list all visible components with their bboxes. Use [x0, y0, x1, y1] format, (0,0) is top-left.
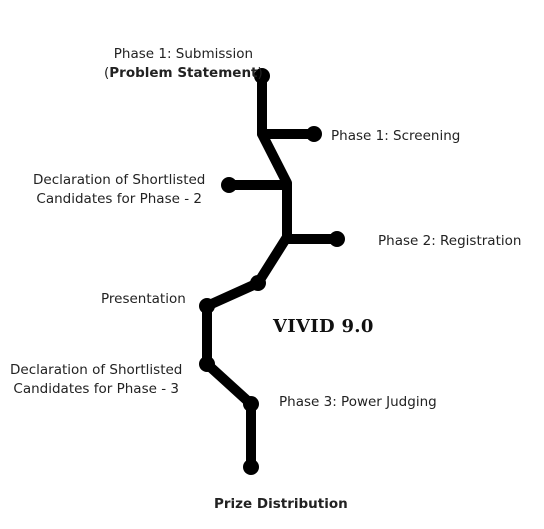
node-power-judging	[243, 396, 259, 412]
label-screening: Phase 1: Screening	[331, 128, 461, 144]
shortlist2-line1: Declaration of Shortlisted	[33, 172, 206, 188]
label-presentation: Presentation	[101, 291, 186, 307]
shortlist3-line2: Candidates for Phase - 3	[13, 381, 179, 397]
node-submission	[254, 68, 270, 84]
node-shortlist-2	[221, 177, 237, 193]
shortlist2-line2: Candidates for Phase - 2	[36, 191, 202, 207]
label-power-judging: Phase 3: Power Judging	[279, 394, 437, 410]
label-registration: Phase 2: Registration	[378, 233, 522, 249]
submission-bold: Problem Statement	[109, 65, 258, 81]
node-presentation	[199, 298, 215, 314]
label-prize: Prize Distribution	[214, 496, 348, 512]
shortlist3-line1: Declaration of Shortlisted	[10, 362, 183, 378]
paren-open: (	[104, 65, 110, 81]
label-shortlist-2: Declaration of Shortlisted Candidates fo…	[33, 171, 205, 209]
node-registration	[329, 231, 345, 247]
submission-subtitle: (Problem Statement)	[104, 64, 263, 83]
node-presentation-upper	[250, 275, 266, 291]
brand-title: VIVID 9.0	[273, 316, 374, 337]
label-shortlist-3: Declaration of Shortlisted Candidates fo…	[10, 361, 182, 399]
submission-title: Phase 1: Submission	[113, 46, 254, 62]
paren-close: )	[257, 65, 263, 81]
node-prize	[243, 459, 259, 475]
node-screening	[306, 126, 322, 142]
node-shortlist-3	[199, 356, 215, 372]
label-submission: Phase 1: Submission (Problem Statement)	[104, 45, 263, 83]
